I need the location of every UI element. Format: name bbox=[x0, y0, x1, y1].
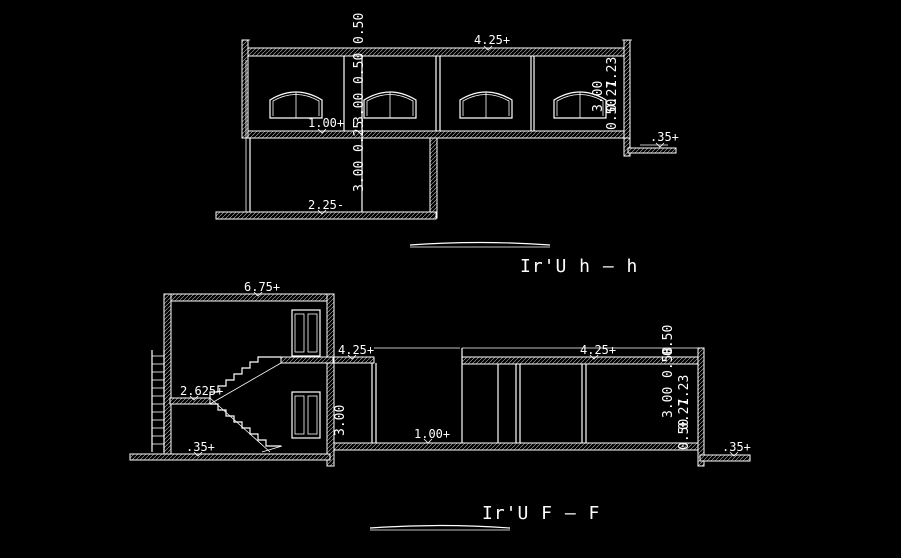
dim-vert-b2: 0.50 bbox=[352, 13, 367, 44]
level-marker-icon bbox=[589, 354, 599, 360]
dim-bottom-vert-a: 3.00 bbox=[333, 405, 348, 436]
dim-step-right: .35+ bbox=[650, 130, 679, 144]
title-underline-bottom bbox=[369, 524, 511, 529]
dim-vert-b: 0.50 bbox=[352, 53, 367, 84]
section-top: 4.25+ 1.00+ 2.25- .35+ 3.00 0.50 0.50 3.… bbox=[215, 13, 679, 277]
dim-roof-left: 6.75+ bbox=[244, 280, 280, 294]
roof-slab bbox=[245, 47, 631, 57]
dim-roof-right: 4.25+ bbox=[580, 343, 616, 357]
dim-bottom-vert-d: 0.50 bbox=[661, 325, 676, 356]
dim-mid-floor: 2.625+ bbox=[180, 384, 223, 398]
dim-vert-g: 0.27 bbox=[605, 81, 620, 112]
window-2 bbox=[363, 91, 417, 119]
right-end-wall bbox=[697, 347, 705, 467]
step-slab-right bbox=[699, 454, 751, 462]
dim-bottom-vert-b: 3.00 bbox=[661, 387, 676, 418]
step-slab bbox=[627, 147, 677, 154]
level-marker-icon bbox=[483, 45, 493, 51]
window-1 bbox=[269, 91, 323, 119]
dim-vert-f: 0.50 bbox=[605, 99, 620, 130]
level-marker-icon bbox=[253, 291, 263, 297]
window-3 bbox=[459, 91, 513, 119]
dim-vert-h: 1.23 bbox=[605, 57, 620, 88]
dim-vert-e: 3.00 bbox=[591, 81, 606, 112]
door-lower bbox=[291, 391, 321, 439]
section-title-bottom: Ir'U F — F bbox=[482, 503, 600, 524]
dim-vert-d: 3.00 bbox=[352, 161, 367, 192]
dim-bottom-vert-f: 1.23 bbox=[677, 375, 692, 406]
level-marker-icon bbox=[189, 395, 199, 401]
tower-mid-slab bbox=[280, 356, 334, 364]
tower-right-wall bbox=[326, 293, 335, 467]
right-wall bbox=[623, 39, 631, 139]
dim-vert-c: 0.25 bbox=[352, 121, 367, 152]
left-wall bbox=[241, 39, 249, 139]
stair-landing bbox=[169, 397, 211, 405]
section-title-top: Ir'U h — h bbox=[520, 256, 638, 277]
upper-floor-slab bbox=[245, 130, 631, 139]
tower-left-wall bbox=[163, 293, 172, 461]
stair-lower bbox=[210, 403, 281, 447]
section-bottom: 6.75+ 4.25+ 4.25+ 2.625+ 1.00+ .35+ .35+… bbox=[129, 280, 751, 531]
ground-slab bbox=[215, 211, 437, 220]
level-marker-icon bbox=[655, 142, 665, 148]
level-marker-icon bbox=[317, 209, 327, 215]
canopy-slab bbox=[333, 356, 375, 364]
dim-span-top: 4.25+ bbox=[474, 33, 510, 47]
tower-roof bbox=[163, 293, 335, 302]
level-marker-icon bbox=[193, 451, 203, 457]
door-upper bbox=[291, 309, 321, 357]
level-marker-icon bbox=[423, 438, 433, 444]
level-marker-icon bbox=[347, 354, 357, 360]
dim-bottom-vert-e: 0.27 bbox=[677, 399, 692, 430]
retaining-wall bbox=[429, 137, 438, 219]
dim-vert-a: 3.00 bbox=[352, 93, 367, 124]
ladder bbox=[151, 350, 165, 452]
ground-slab-left bbox=[129, 453, 331, 461]
level-marker-icon bbox=[729, 451, 739, 457]
dim-ground-right: .35+ bbox=[722, 440, 751, 454]
level-marker-icon bbox=[317, 128, 327, 134]
step-wall bbox=[623, 137, 631, 157]
dim-ground-level: 2.25- bbox=[308, 198, 344, 212]
title-underline bbox=[409, 241, 551, 246]
dim-bottom-vert-c: 0.50 bbox=[661, 347, 676, 378]
dim-bottom-vert-c2: 0.50 bbox=[677, 419, 692, 450]
dim-floor-main: 1.00+ bbox=[414, 427, 450, 441]
stair-upper bbox=[209, 356, 281, 398]
dim-floor-upper: 1.00+ bbox=[308, 116, 344, 130]
main-floor-slab bbox=[333, 442, 701, 451]
window-4 bbox=[553, 91, 607, 119]
dim-ground-left: .35+ bbox=[186, 440, 215, 454]
dim-landing: 4.25+ bbox=[338, 343, 374, 357]
